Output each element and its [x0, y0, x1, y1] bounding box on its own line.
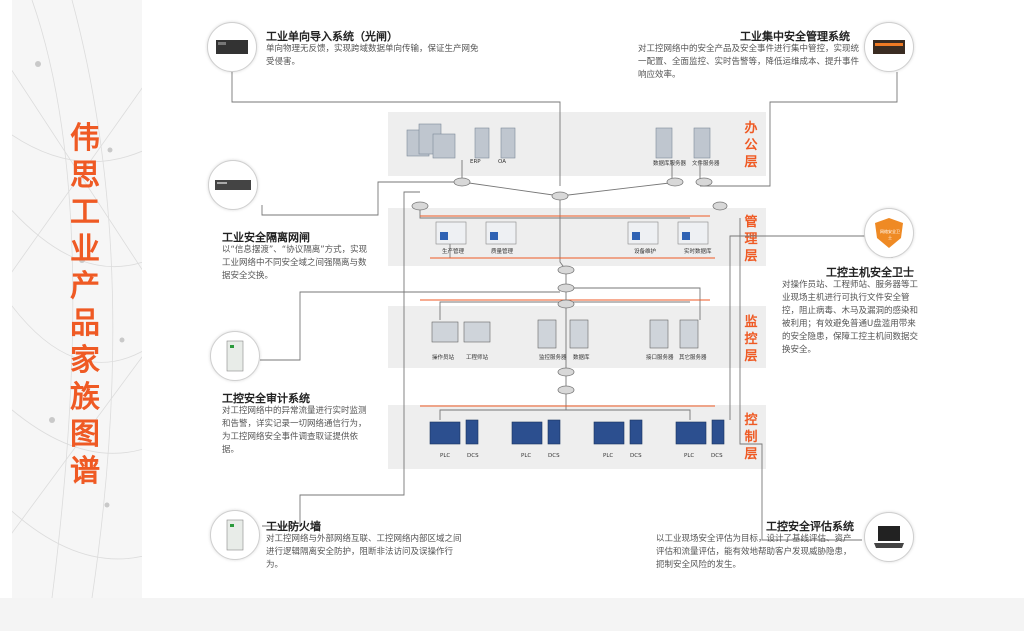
device-interface-server: 接口服务器 [646, 355, 674, 361]
audit-title: 工控安全审计系统 [222, 392, 310, 405]
gateway-device-icon [207, 22, 257, 72]
office-db-file-servers [655, 127, 711, 159]
device-other-server: 其它服务器 [679, 355, 707, 361]
zone-label-office: 办公层 [744, 121, 758, 170]
central-mgmt-device-icon [864, 22, 914, 72]
device-database: 数据库 [573, 355, 590, 361]
assess-desc: 以工业现场安全评估为目标，设计了基线评估、资产评估和流量评估，能有效地帮助客户发… [656, 534, 852, 570]
isolation-gateway-icon [208, 160, 258, 210]
device-db-server: 数据库服务器 [653, 161, 687, 167]
unidirectional-title: 工业单向导入系统（光闸） [266, 30, 398, 43]
host-guard-title: 工控主机安全卫士 [826, 266, 914, 279]
device-operator-station: 操作员站 [432, 355, 455, 361]
device-dcs-2: DCS [548, 453, 560, 459]
mgmt-servers-graphic [435, 221, 709, 245]
device-oa: OA [498, 159, 506, 165]
device-dcs-4: DCS [711, 453, 723, 459]
host-guard-badge: 网络安全卫士 [880, 229, 900, 240]
device-engineer-station: 工程师站 [466, 355, 489, 361]
audit-desc: 对工控网络中的异常流量进行实时监测和告警，详实记录一切网络通信行为，为工控网络安… [222, 406, 367, 455]
central-desc: 对工控网络中的安全产品及安全事件进行集中管控，实现统一配置、全面监控、实时告警等… [638, 44, 860, 80]
sidebar-title: 伟思工业产品家族图谱 [70, 121, 100, 489]
laptop-assessment-icon [864, 512, 914, 562]
zone-label-monitor: 监控层 [744, 315, 758, 364]
control-plc-dcs-graphic [429, 419, 725, 445]
device-plc-1: PLC [440, 453, 451, 459]
sidebar: 伟思工业产品家族图谱 [12, 0, 142, 598]
host-guard-desc: 对操作员站、工程师站、服务器等工业现场主机进行可执行文件安全管控，阻止病毒、木马… [782, 280, 919, 355]
device-erp: ERP [470, 159, 481, 165]
isolation-title: 工业安全隔离网闸 [222, 231, 310, 244]
central-title: 工业集中安全管理系统 [740, 30, 850, 43]
office-servers-graphic [406, 123, 516, 159]
firewall-device-icon [210, 510, 260, 560]
device-monitor-server: 监控服务器 [539, 355, 567, 361]
device-equipment-maint: 设备维护 [634, 249, 657, 255]
host-guard-shield-icon [864, 208, 914, 258]
zone-label-control: 控制层 [744, 413, 758, 462]
device-dcs-1: DCS [467, 453, 479, 459]
bottom-strip [0, 598, 1024, 631]
audit-device-icon [210, 331, 260, 381]
main-canvas [142, 0, 1012, 598]
device-plc-2: PLC [521, 453, 532, 459]
monitor-stations-graphic [431, 319, 699, 349]
device-plc-3: PLC [603, 453, 614, 459]
device-dcs-3: DCS [630, 453, 642, 459]
device-realtime-db: 实时数据库 [684, 249, 712, 255]
device-production-mgmt: 生产管理 [442, 249, 465, 255]
firewall-title: 工业防火墙 [266, 520, 321, 533]
assess-title: 工控安全评估系统 [766, 520, 854, 533]
device-plc-4: PLC [684, 453, 695, 459]
sidebar-decoration [12, 0, 142, 598]
device-file-server: 文件服务器 [692, 161, 720, 167]
unidirectional-desc: 单向物理无反馈，实现跨域数据单向传输，保证生产网免受侵害。 [266, 44, 479, 67]
firewall-desc: 对工控网络与外部网络互联、工控网络内部区域之间进行逻辑隔离安全防护，阻断非法访问… [266, 534, 462, 570]
device-quality-mgmt: 质量管理 [491, 249, 514, 255]
isolation-desc: 以“信息摆渡”、“协议隔离”方式，实现工业网络中不同安全域之间强隔离与数据安全交… [222, 245, 368, 281]
